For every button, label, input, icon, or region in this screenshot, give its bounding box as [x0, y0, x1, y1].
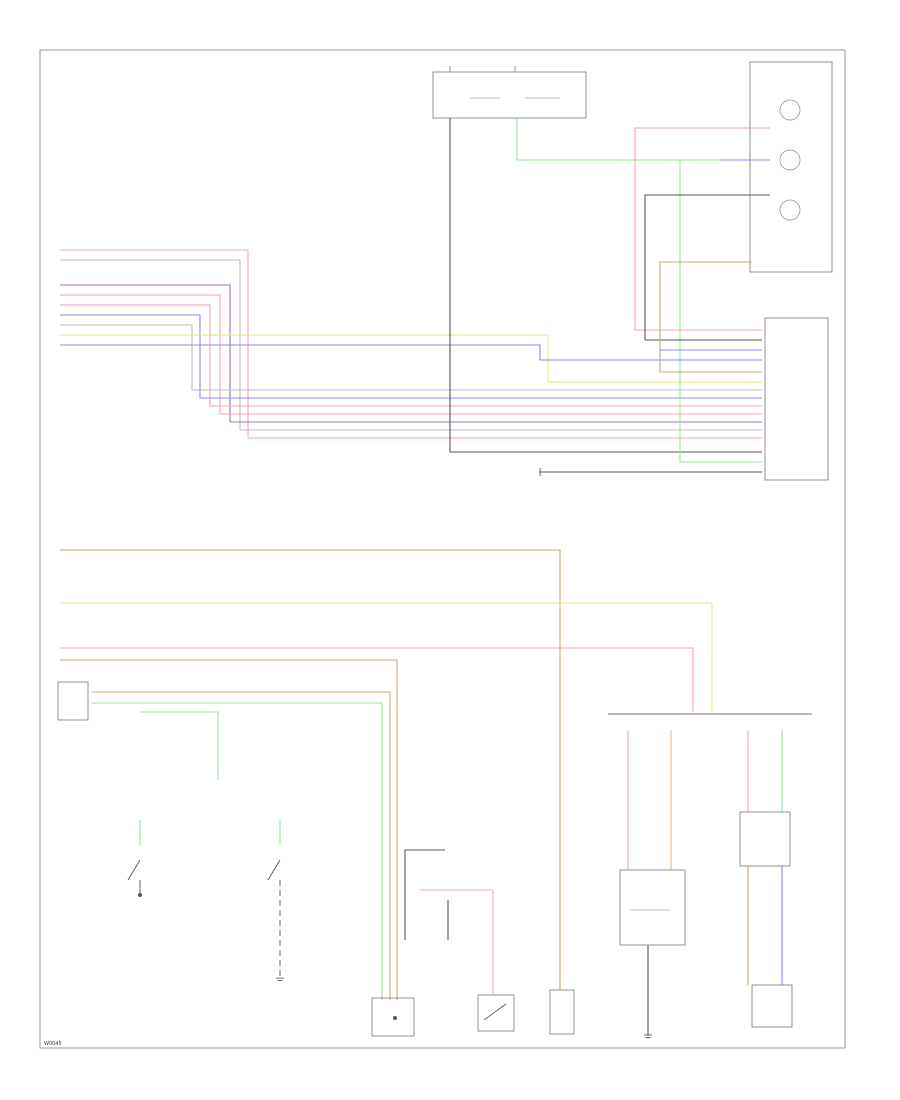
ground-point-right: [644, 1034, 652, 1038]
wire-blue-top-6: [60, 314, 762, 399]
wire-yellow-top-8: [60, 334, 762, 383]
wire-red-lower-3: [60, 647, 694, 712]
shift-lock-control-unit: [739, 811, 791, 867]
wire-brown-lower-4: [60, 659, 398, 1000]
diagram-frame: [39, 49, 846, 1049]
wire-black-ignition: [449, 118, 762, 453]
wire-red-top-1: [60, 249, 762, 439]
wire-yellow-lower-2: [60, 602, 713, 712]
wire-red-top-5: [60, 304, 762, 407]
wire-brown-sensor: [659, 261, 762, 373]
wire-blue-top-9: [60, 344, 762, 361]
wire-green-lower-7: [140, 711, 219, 780]
wire-red-sensor: [634, 127, 770, 331]
data-link-module: [57, 681, 89, 721]
stop-lamp-switch: [267, 820, 281, 980]
shift-lock-solenoid: [371, 997, 415, 1037]
at-shift-indicator: [749, 61, 833, 273]
brake-pressure-switch: [127, 820, 142, 897]
transmission-range-switch: [549, 989, 575, 1035]
ground-point-left: [276, 977, 284, 981]
shift-lock-solenoid-right: [751, 984, 793, 1028]
park-position-switch: [404, 849, 515, 1032]
wire-green-tcm: [679, 160, 762, 463]
wire-green-sensor: [516, 118, 770, 161]
ignition-fuse-box: [432, 66, 587, 119]
wire-purple-top-3: [60, 284, 762, 423]
shift-lock-relay: [619, 869, 686, 946]
wire-red-top-4: [60, 294, 762, 415]
transmission-control-module-connector: [764, 317, 829, 481]
wire-brown-lower-5: [92, 691, 391, 1000]
wire-white-top-7: [60, 324, 762, 391]
wire-brown-lower-1: [60, 549, 561, 990]
wire-green-lower-6: [92, 702, 383, 1000]
figure-code: W0045: [44, 1041, 62, 1047]
wire-black-sensor: [644, 194, 770, 341]
